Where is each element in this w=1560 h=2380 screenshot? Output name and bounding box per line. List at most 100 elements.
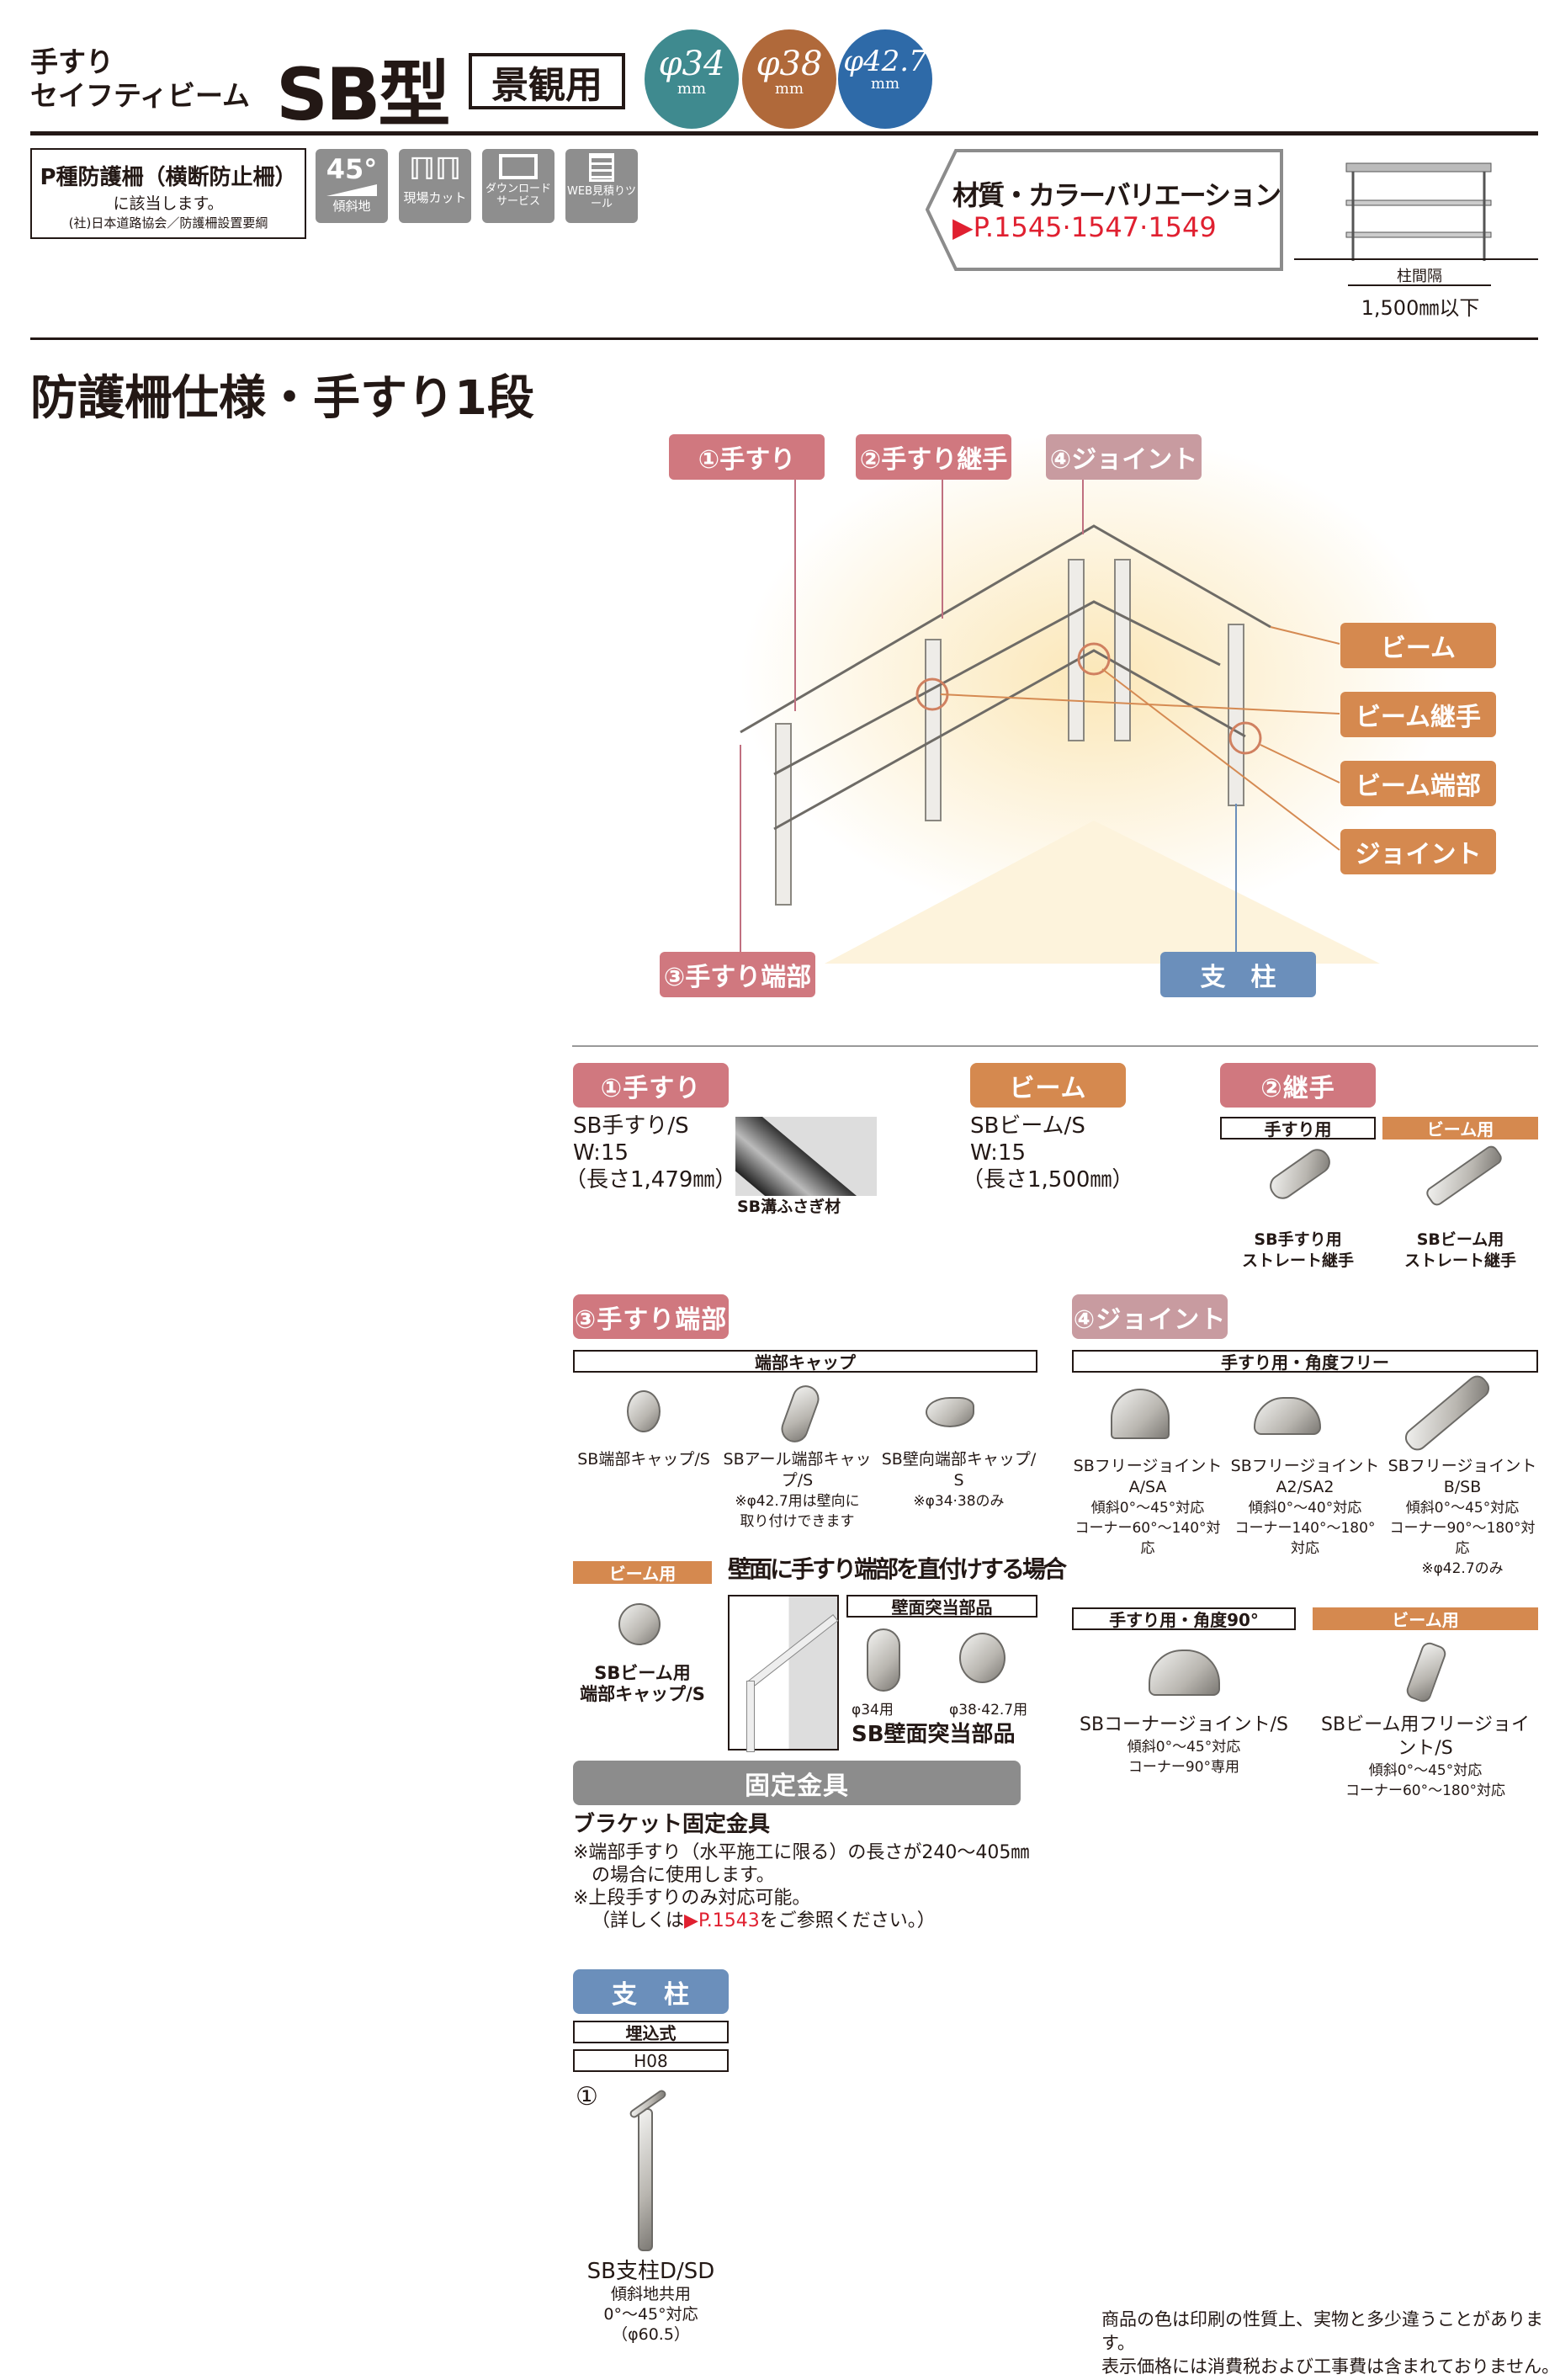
- fixing-page-link[interactable]: ▶P.1543: [684, 1910, 760, 1931]
- tag-beam: ビーム: [970, 1063, 1126, 1108]
- spacing-label: 柱間隔: [1397, 268, 1442, 285]
- label-joint-top: ④ジョイント: [1046, 434, 1202, 480]
- tag-joint: ④ジョイント: [1072, 1294, 1228, 1339]
- wall-part-34-image: [867, 1628, 900, 1692]
- handrail-photo: [735, 1117, 877, 1196]
- wall-part-34-label: φ34用: [852, 1702, 894, 1719]
- variation-banner[interactable]: 材質・カラーバリエーション ▶P.1545·1547·1549: [926, 149, 1283, 271]
- standard-source: (社)日本道路協会／防護柵設置要綱: [68, 215, 268, 231]
- wall-part-38-label: φ38·42.7用: [949, 1702, 1028, 1719]
- rail-elevation-icon: [1294, 162, 1538, 261]
- standard-note: に該当します。: [113, 194, 224, 213]
- variation-pages-link[interactable]: ▶P.1545·1547·1549: [952, 211, 1217, 243]
- label-handrail: ①手すり: [669, 434, 825, 480]
- label-beam-end: ビーム端部: [1340, 761, 1496, 806]
- beam-splice-caption: SBビーム用ストレート継手: [1403, 1230, 1516, 1270]
- parts-divider: [572, 1045, 1538, 1047]
- variation-title: 材質・カラーバリエーション: [952, 179, 1281, 211]
- beam-name: SBビーム/S: [970, 1113, 1085, 1139]
- tag-handrail: ①手すり: [573, 1063, 729, 1108]
- wall-mount-title: 壁面に手すり端部を直付けする場合: [728, 1555, 1067, 1583]
- header-divider: [30, 131, 1538, 135]
- post-number: ①: [576, 2082, 598, 2112]
- variation-pages[interactable]: P.1545·1547·1549: [973, 211, 1217, 243]
- label-post: 支 柱: [1160, 952, 1316, 997]
- section-divider: [30, 337, 1538, 340]
- tag-splice: ②継手: [1220, 1063, 1376, 1108]
- label-beam-joint: ビーム継手: [1340, 692, 1496, 737]
- free-joint-header: 手すり用・角度フリー: [1072, 1350, 1538, 1373]
- round-end-cap-image: [777, 1381, 824, 1447]
- spacing-arrow: [1348, 284, 1491, 286]
- spacing-value: 1,500㎜以下: [1361, 296, 1480, 320]
- handrail-splice-caption: SB手すり用ストレート継手: [1241, 1230, 1354, 1270]
- free-joint-a-image: [1111, 1389, 1170, 1439]
- product-subtitle: 手すり セイフティビーム: [30, 45, 250, 113]
- subtitle-line1: 手すり: [30, 45, 114, 78]
- wall-part-name: SB壁面突当部品: [852, 1722, 1016, 1747]
- wall-parts-header: 壁面突当部品: [846, 1595, 1037, 1618]
- handrail-splice-image: [1265, 1144, 1335, 1204]
- corner-joint-image: [1149, 1650, 1220, 1696]
- section-title: 防護柵仕様・手すり1段: [30, 371, 534, 426]
- subtitle-line2: セイフティビーム: [30, 79, 251, 112]
- end-cap-image: [627, 1390, 661, 1432]
- handrail-w: W:15: [573, 1140, 629, 1166]
- free-joint-b-image: [1401, 1371, 1494, 1455]
- model-name: SB型: [276, 53, 450, 137]
- beam-end-cap-image: [618, 1603, 661, 1645]
- post-code: H08: [573, 2049, 729, 2072]
- wall-mount-illustration: [728, 1595, 839, 1752]
- label-handrail-end: ③手すり端部: [660, 952, 815, 997]
- handrail-length: （長さ1,479㎜）: [565, 1167, 737, 1193]
- beam-length: （長さ1,500㎜）: [962, 1167, 1134, 1193]
- beam-splice-image: [1424, 1143, 1504, 1209]
- beam-free-joint-image: [1403, 1639, 1449, 1705]
- deg90-joint-header: 手すり用・角度90°: [1072, 1607, 1296, 1630]
- wall-part-38-image: [959, 1633, 1006, 1683]
- splice-beam-use: ビーム用: [1382, 1117, 1538, 1140]
- post-type: 埋込式: [573, 2021, 729, 2043]
- banner-frame: [926, 149, 1283, 271]
- end-cap-caption: SB端部キャップ/S: [577, 1450, 710, 1469]
- tag-handrail-end: ③手すり端部: [573, 1294, 729, 1339]
- splice-handrail-use: 手すり用: [1220, 1117, 1376, 1140]
- beam-joint-header: ビーム用: [1313, 1607, 1538, 1630]
- round-end-cap-caption: SBアール端部キャップ/S※φ42.7用は壁向に取り付けできます: [723, 1450, 872, 1530]
- calculator-icon: WEB見積りツール: [565, 149, 638, 223]
- railing-diagram: ①手すり ②手すり継手 ④ジョイント ビーム ビーム継手 ビーム端部 ジョイント…: [572, 425, 1540, 1039]
- fixing-bar: 固定金具: [573, 1761, 1021, 1805]
- end-beam-use: ビーム用: [573, 1561, 712, 1584]
- free-joint-a2-image: [1254, 1397, 1321, 1435]
- fixing-title: ブラケット固定金具: [573, 1812, 771, 1837]
- tag-post: 支 柱: [573, 1969, 729, 2014]
- post-image: [638, 2108, 653, 2251]
- beam-end-cap-caption: SBビーム用端部キャップ/S: [580, 1663, 705, 1704]
- spacing-diagram: 柱間隔 1,500㎜以下: [1294, 160, 1538, 324]
- wall-end-cap-caption: SB壁向端部キャップ/S※φ34·38のみ: [881, 1450, 1037, 1510]
- wall-end-cap-image: [926, 1397, 974, 1427]
- beam-w: W:15: [970, 1140, 1027, 1166]
- standard-box: P種防護柵（横断防止柵） に該当します。 (社)日本道路協会／防護柵設置要綱: [30, 148, 306, 239]
- groove-cover-caption: SB溝ふさぎ材: [737, 1198, 841, 1216]
- handrail-name: SB手すり/S: [573, 1113, 689, 1139]
- standard-title: P種防護柵（横断防止柵）: [40, 165, 297, 190]
- label-joint: ジョイント: [1340, 829, 1496, 874]
- railing-illustration: [740, 433, 1447, 964]
- download-monitor-icon: ダウンロードサービス: [482, 149, 554, 223]
- footer-notes: 商品の色は印刷の性質上、実物と多少違うことがあります。表示価格には消費税および工…: [1101, 2309, 1560, 2377]
- label-handrail-joint: ②手すり継手: [856, 434, 1011, 480]
- label-beam: ビーム: [1340, 623, 1496, 668]
- category-badge: 景観用: [469, 53, 625, 109]
